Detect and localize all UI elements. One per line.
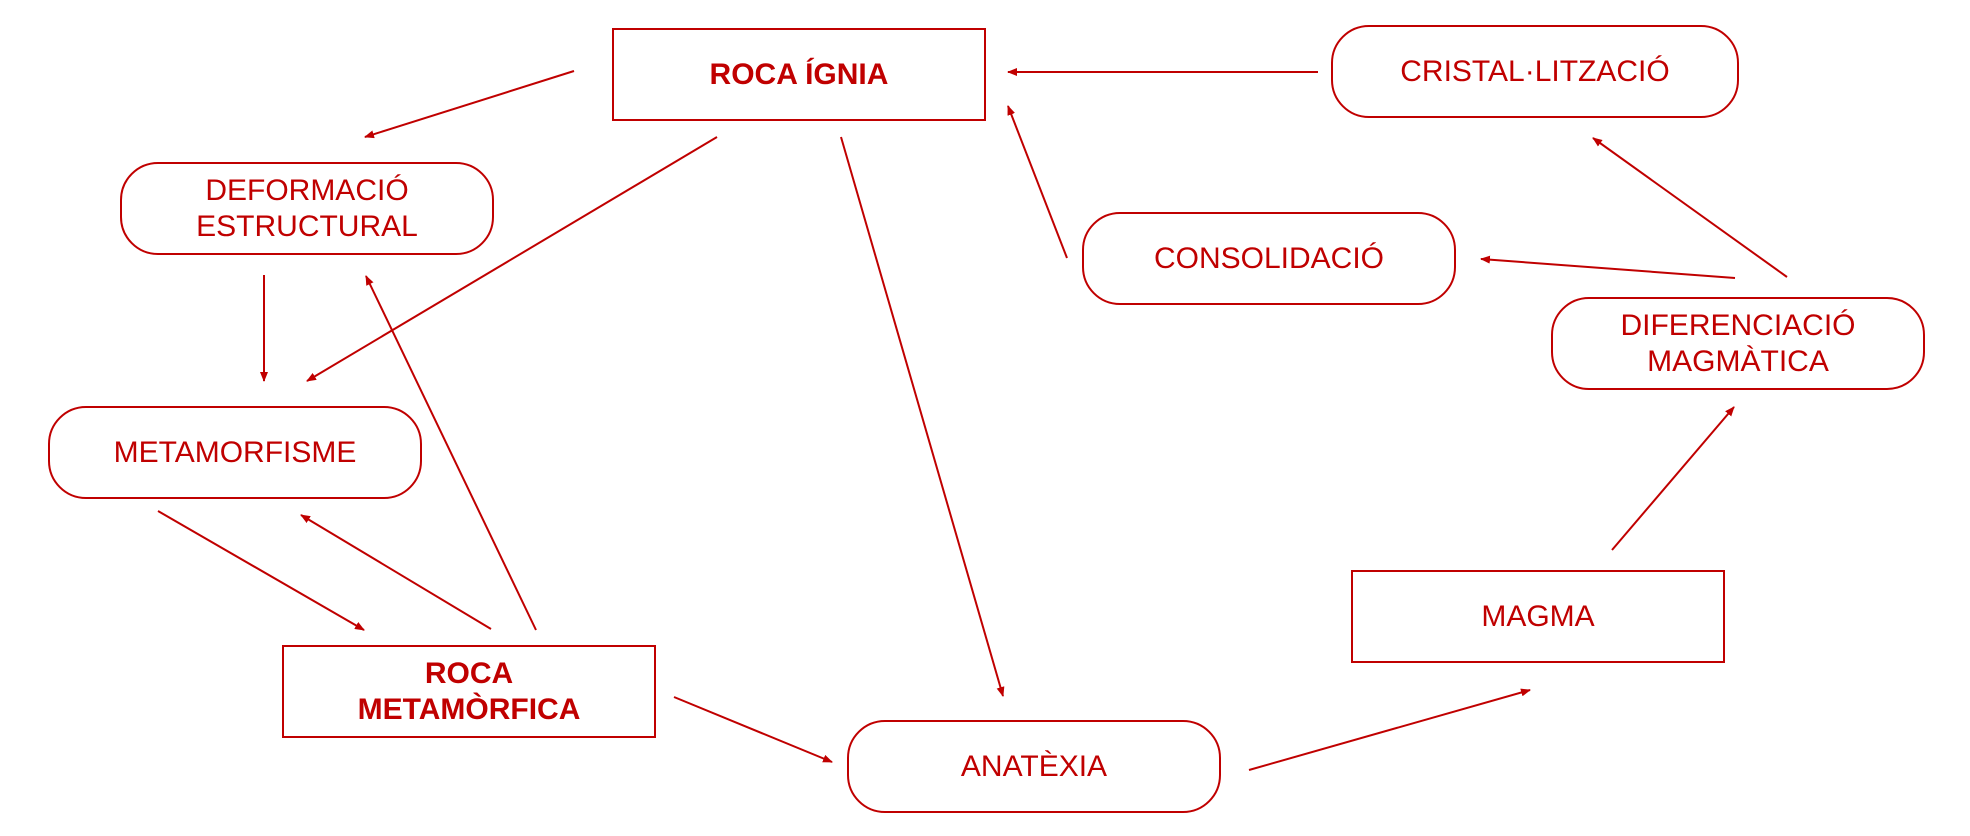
node-cristallitzacio: CRISTAL·LITZACIÓ	[1331, 25, 1739, 118]
node-roca-metamorfica-label: ROCA METAMÒRFICA	[357, 656, 581, 726]
node-metamorfisme-label: METAMORFISME	[113, 435, 357, 469]
node-roca-ignia: ROCA ÍGNIA	[612, 28, 986, 121]
node-roca-ignia-label: ROCA ÍGNIA	[709, 57, 889, 91]
arrow-metamorfisme-to-roca-metamorfica	[157, 510, 365, 631]
arrow-roca-ignia-to-deformacio	[364, 70, 575, 139]
arrow-diferenciacio-to-consolidacio	[1480, 255, 1736, 279]
node-anatexia-label: ANATÈXIA	[960, 749, 1108, 783]
node-anatexia: ANATÈXIA	[847, 720, 1221, 813]
arrow-magma-to-diferenciacio	[1611, 406, 1735, 551]
arrow-roca-metamorfica-to-anatexia	[673, 696, 833, 763]
node-consolidacio-label: CONSOLIDACIÓ	[1153, 241, 1385, 275]
node-metamorfisme: METAMORFISME	[48, 406, 422, 499]
node-magma-label: MAGMA	[1481, 599, 1595, 633]
arrow-diferenciacio-to-cristallitzacio	[1592, 137, 1788, 278]
arrow-anatexia-to-magma	[1248, 688, 1531, 771]
node-roca-metamorfica: ROCA METAMÒRFICA	[282, 645, 656, 738]
node-deformacio-estructural-label: DEFORMACIÓ ESTRUCTURAL	[196, 173, 418, 243]
node-consolidacio: CONSOLIDACIÓ	[1082, 212, 1456, 305]
node-diferenciacio-magmatica: DIFERENCIACIÓ MAGMÀTICA	[1551, 297, 1925, 390]
arrow-roca-ignia-to-metamorfisme	[306, 136, 718, 382]
node-magma: MAGMA	[1351, 570, 1725, 663]
arrow-roca-metamorfica-to-deformacio	[365, 275, 537, 631]
arrow-consolidacio-to-roca-ignia	[1007, 105, 1068, 259]
node-diferenciacio-magmatica-label: DIFERENCIACIÓ MAGMÀTICA	[1620, 308, 1856, 378]
arrow-roca-ignia-to-anatexia	[840, 136, 1005, 697]
arrow-roca-metamorfica-to-metamorfisme	[300, 514, 492, 630]
node-deformacio-estructural: DEFORMACIÓ ESTRUCTURAL	[120, 162, 494, 255]
node-cristallitzacio-label: CRISTAL·LITZACIÓ	[1400, 54, 1670, 88]
